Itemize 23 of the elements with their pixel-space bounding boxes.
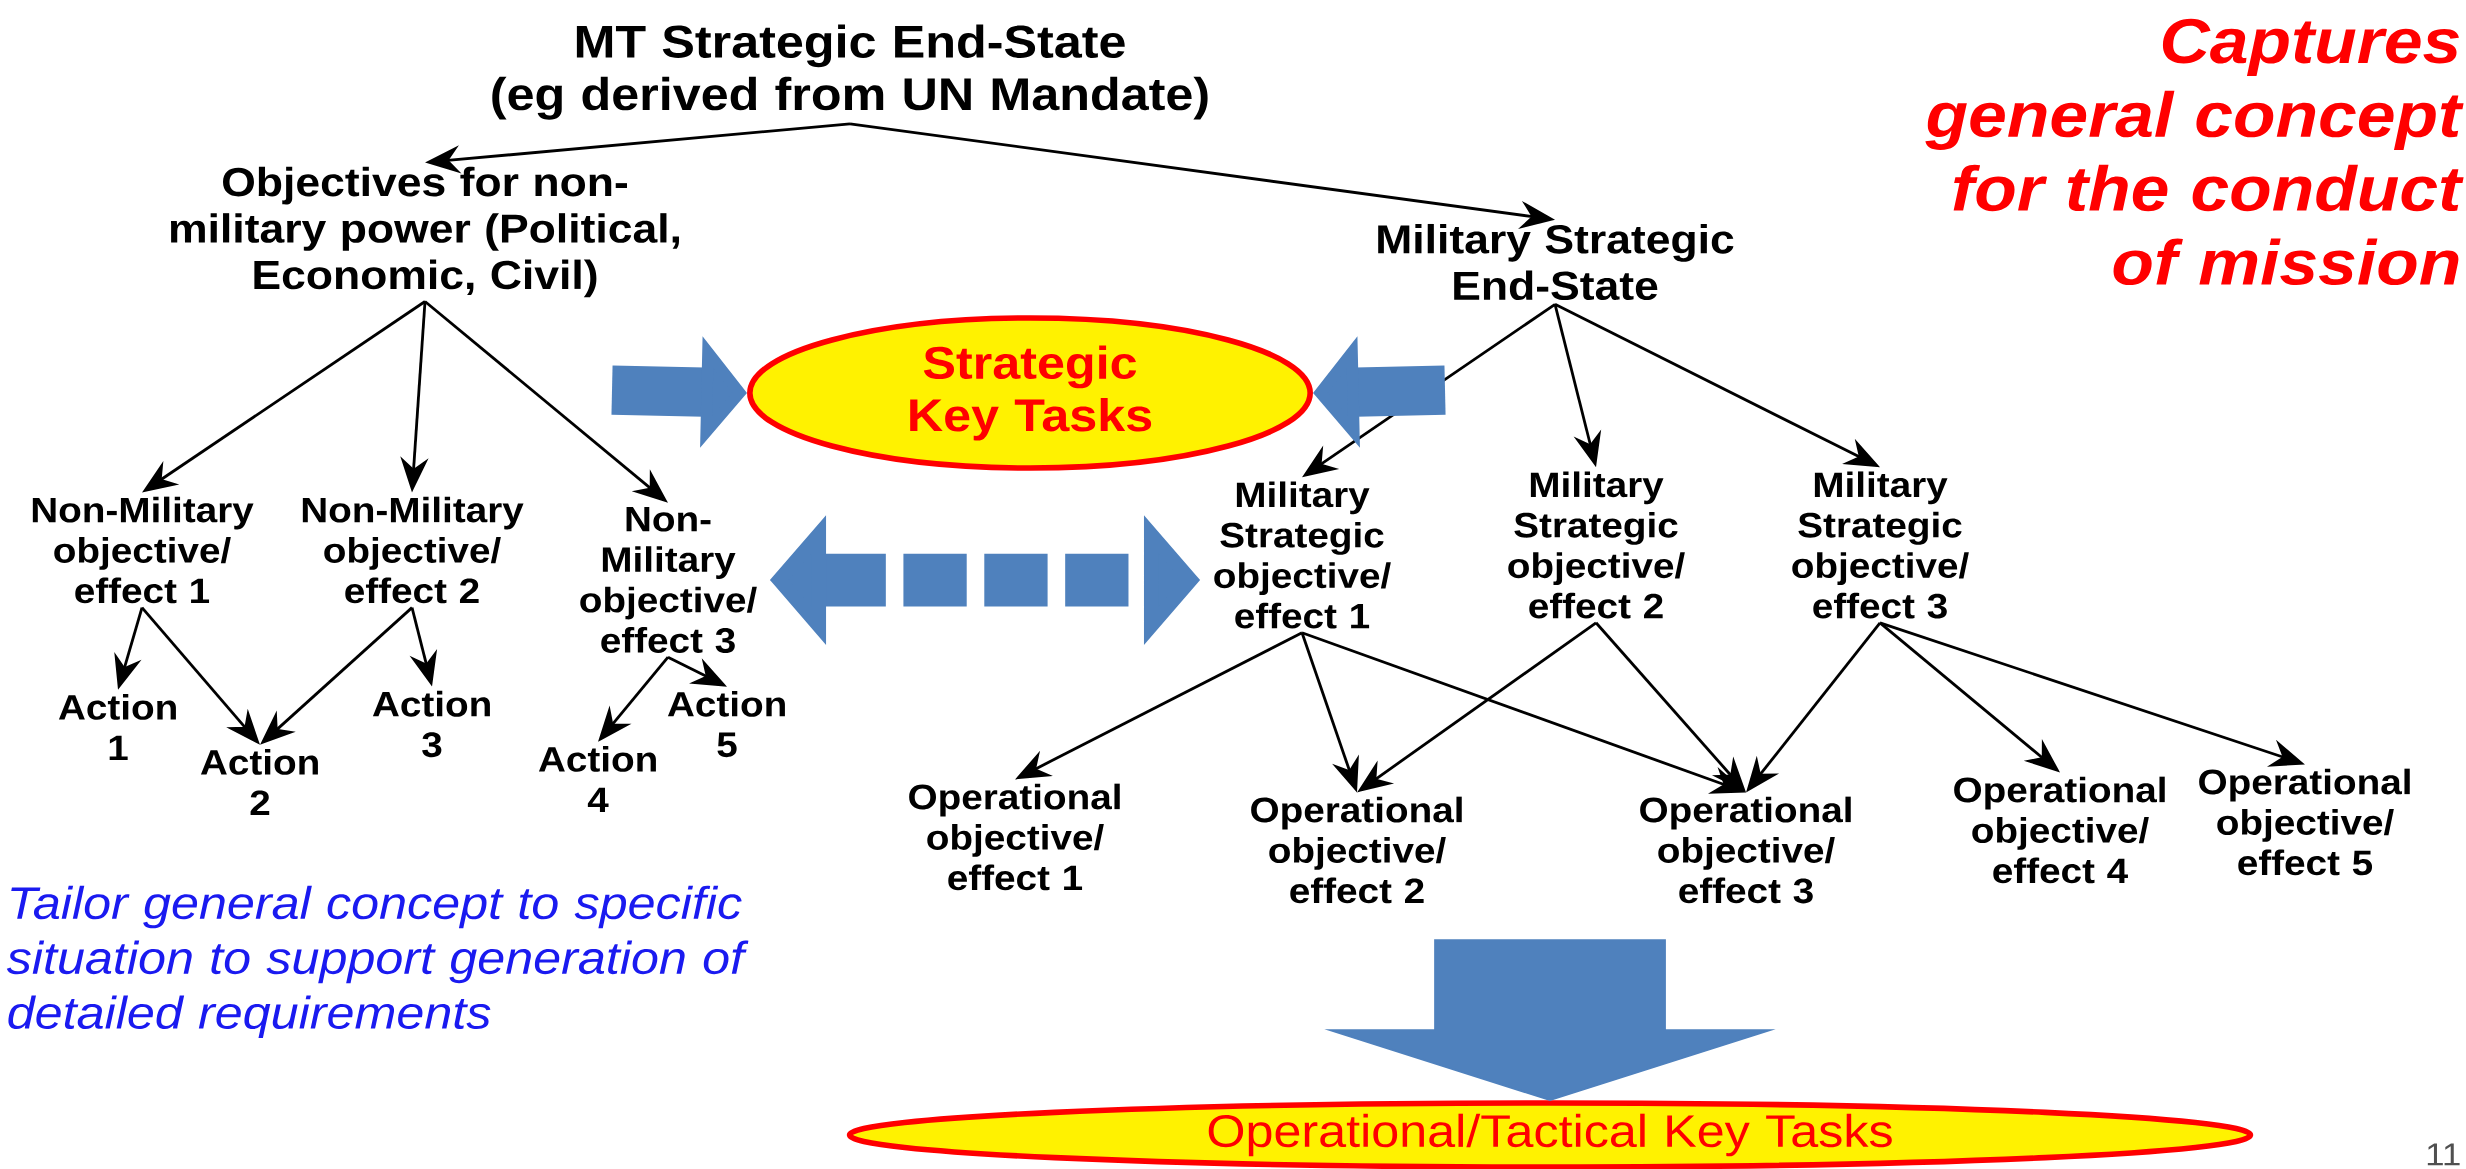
objective-text: Military Strategic objective/ effect 1 [1214, 481, 1391, 629]
objective-text: Operational objective/ effect 4 [1954, 776, 2165, 884]
objective-text: Operational objective/ effect 1 [909, 783, 1120, 891]
action-text: Action 1 [58, 694, 176, 760]
block-arrow [1324, 939, 1776, 1102]
objective-text: Non-Military objective/ effect 1 [32, 496, 254, 604]
objective-text: Military Strategic objective/ effect 3 [1792, 471, 1969, 619]
objective-text: Objectives for non-military power (Political, Economic, Civil) [170, 166, 679, 298]
action-text: Action 2 [200, 749, 318, 815]
objective-text: Operational objective/ effect 2 [1251, 796, 1462, 904]
objective-text: Military Strategic objective/ effect 2 [1508, 471, 1685, 619]
action-text: Action 5 [667, 690, 785, 758]
note-text: Tailor general concept to specific situation to support generation of detailed requirements [6, 885, 749, 1039]
objective-text: Operational objective/ effect 5 [2199, 768, 2410, 876]
action-text: Action 4 [538, 746, 656, 812]
page-number: 11 [2427, 1143, 2460, 1166]
action-text: Action 3 [372, 690, 490, 758]
objective-text: Non-Military objective/ effect 2 [302, 496, 524, 604]
objective-text: Operational objective/ effect 3 [1640, 796, 1851, 904]
objective-text: Non-Military objective/ effect 3 [580, 507, 757, 653]
heading-text: MT Strategic End-State (eg derived from UN Mandate) [492, 24, 1208, 120]
note-text: Captures general concept for the conduct of mission [1925, 18, 2464, 286]
objective-text: Military Strategic End-State [1378, 223, 1734, 301]
